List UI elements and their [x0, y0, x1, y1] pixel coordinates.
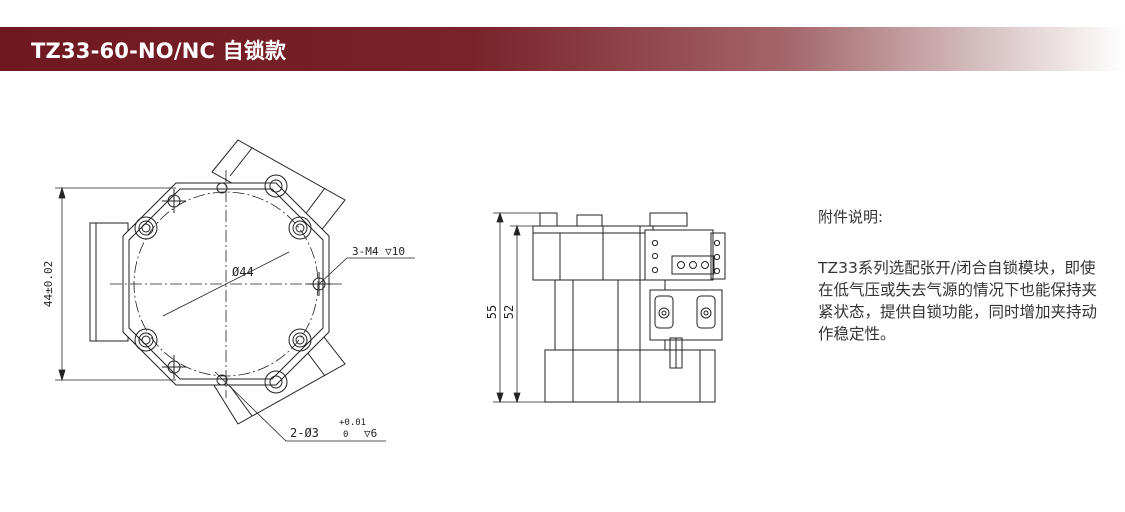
notes-title: 附件说明:	[818, 208, 884, 226]
lock-module	[649, 289, 723, 341]
height-55-label: 55	[485, 305, 499, 319]
pin-leader	[214, 371, 386, 442]
notes-panel: 附件说明: TZ33系列选配张开/闭合自锁模块，即使在低气压或失去气源的情况下也…	[818, 206, 1113, 345]
pin-tol-lower: 0	[343, 430, 348, 440]
notes-body: TZ33系列选配张开/闭合自锁模块，即使在低气压或失去气源的情况下也能保持夹紧状…	[818, 259, 1098, 343]
pin-label: 2-Ø3	[290, 426, 319, 440]
side-view	[493, 211, 726, 404]
top-view	[55, 139, 415, 442]
height-55-dim	[493, 211, 545, 404]
octagon-inner-edge	[128, 188, 324, 380]
screw-holes	[134, 174, 312, 394]
pin-tol-upper: +0.01	[339, 418, 366, 428]
header-bar: TZ33-60-NO/NC 自锁款	[0, 27, 1125, 71]
thread-label: 3-M4 ▽10	[352, 245, 405, 258]
page-title: TZ33-60-NO/NC 自锁款	[31, 39, 287, 63]
pcd-label: Ø44	[232, 265, 254, 279]
bottom-body	[544, 349, 716, 403]
overall-dim	[55, 186, 176, 382]
thread-leader	[318, 257, 415, 285]
upper-body	[532, 225, 654, 281]
valve-block	[644, 229, 714, 281]
height-52-dim	[510, 224, 533, 404]
overall-dim-label: 44±0.02	[42, 261, 55, 307]
height-52-label: 52	[502, 305, 516, 319]
pcd-leader	[162, 251, 290, 317]
pin-depth: ▽6	[364, 427, 377, 440]
lower-body	[554, 279, 666, 351]
